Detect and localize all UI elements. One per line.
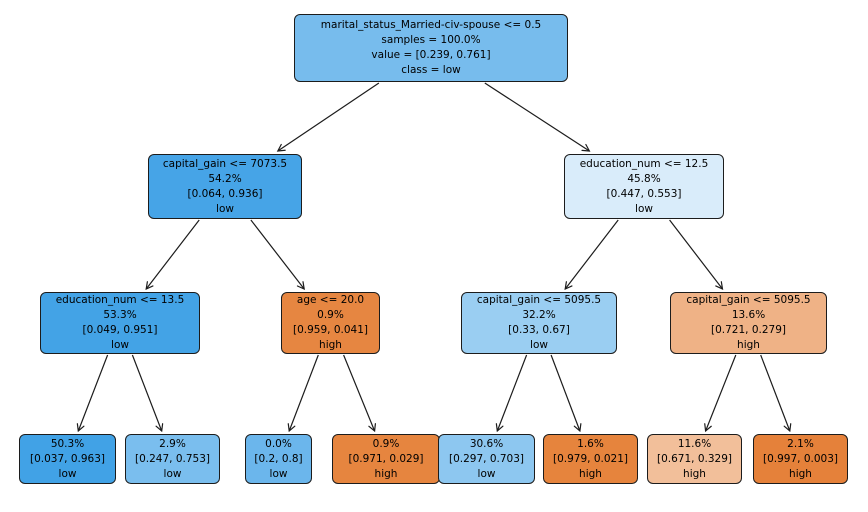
value-distribution: [0.447, 0.553] [606, 187, 682, 200]
tree-leaf-12: 1.6% [0.979, 0.021] high [543, 434, 638, 484]
tree-edge [145, 219, 200, 291]
split-condition: age <= 20.0 [296, 294, 365, 306]
samples-percent: 0.9% [372, 437, 400, 450]
value-distribution: [0.037, 0.963] [30, 452, 105, 465]
split-condition: marital_status_Married-civ-spouse <= 0.5 [320, 19, 542, 31]
samples-percent: 0.9% [317, 309, 344, 321]
class-label: low [163, 467, 182, 480]
tree-edge [564, 219, 619, 291]
tree-edge [76, 354, 109, 433]
class-label: low [216, 202, 234, 215]
split-condition: capital_gain <= 5095.5 [476, 294, 602, 306]
tree-node-1: capital_gain <= 7073.5 54.2% [0.064, 0.9… [148, 154, 302, 219]
samples-percent: 0.0% [265, 437, 292, 450]
value-distribution: [0.959, 0.041] [293, 324, 368, 336]
samples-percent: 2.1% [787, 437, 814, 450]
samples-percent: 1.6% [577, 437, 604, 450]
value-distribution: [0.2, 0.8] [254, 452, 303, 465]
class-label: high [579, 467, 602, 480]
value-distribution: [0.997, 0.003] [763, 452, 838, 465]
value-distribution: [0.049, 0.951] [82, 324, 158, 336]
tree-edge [484, 82, 591, 152]
samples-percent: 32.2% [522, 309, 556, 321]
value-distribution: [0.971, 0.029] [348, 452, 424, 465]
value-distribution: [0.721, 0.279] [711, 324, 786, 336]
samples-percent: samples = 100.0% [381, 34, 481, 46]
tree-node-3: education_num <= 13.5 53.3% [0.049, 0.95… [40, 292, 200, 354]
samples-percent: 30.6% [469, 437, 504, 450]
value-distribution: [0.671, 0.329] [657, 452, 732, 465]
tree-edge [669, 219, 724, 291]
tree-edge [276, 82, 380, 152]
split-condition: capital_gain <= 5095.5 [686, 294, 811, 306]
tree-node-6: capital_gain <= 5095.5 13.6% [0.721, 0.2… [670, 292, 827, 354]
samples-percent: 45.8% [627, 172, 661, 185]
tree-edge [287, 354, 319, 433]
split-condition: education_num <= 13.5 [55, 294, 185, 306]
split-condition: education_num <= 12.5 [579, 157, 709, 170]
tree-node-2: education_num <= 12.5 45.8% [0.447, 0.55… [564, 154, 724, 219]
tree-leaf-9: 0.0% [0.2, 0.8] low [245, 434, 312, 484]
tree-node-root: marital_status_Married-civ-spouse <= 0.5… [294, 14, 568, 82]
class-label: high [737, 339, 760, 351]
value-distribution: [0.064, 0.936] [187, 187, 263, 200]
value-distribution: [0.247, 0.753] [135, 452, 210, 465]
tree-node-5: capital_gain <= 5095.5 32.2% [0.33, 0.67… [461, 292, 617, 354]
samples-percent: 53.3% [103, 309, 137, 321]
tree-leaf-14: 2.1% [0.997, 0.003] high [753, 434, 848, 484]
tree-edge [550, 354, 582, 433]
value-distribution: [0.979, 0.021] [553, 452, 628, 465]
class-label: high [789, 467, 812, 480]
tree-leaf-11: 30.6% [0.297, 0.703] low [438, 434, 535, 484]
tree-edge [704, 354, 737, 433]
class-label: low [269, 467, 288, 480]
class-label: low [111, 339, 129, 351]
samples-percent: 2.9% [159, 437, 186, 450]
value-distribution: value = [0.239, 0.761] [371, 49, 491, 61]
tree-leaf-7: 50.3% [0.037, 0.963] low [19, 434, 116, 484]
samples-percent: 50.3% [50, 437, 85, 450]
tree-leaf-13: 11.6% [0.671, 0.329] high [647, 434, 742, 484]
tree-edge [495, 354, 528, 433]
samples-percent: 11.6% [677, 437, 712, 450]
tree-edge [250, 219, 305, 291]
tree-edge [343, 354, 376, 433]
class-label: low [477, 467, 496, 480]
value-distribution: [0.297, 0.703] [449, 452, 524, 465]
tree-leaf-8: 2.9% [0.247, 0.753] low [125, 434, 220, 484]
class-label: high [683, 467, 706, 480]
class-label: low [530, 339, 548, 351]
samples-percent: 54.2% [208, 172, 242, 185]
class-label: low [58, 467, 77, 480]
split-condition: capital_gain <= 7073.5 [162, 157, 288, 170]
class-label: low [635, 202, 653, 215]
tree-leaf-10: 0.9% [0.971, 0.029] high [332, 434, 440, 484]
tree-edge [760, 354, 792, 433]
tree-node-4: age <= 20.0 0.9% [0.959, 0.041] high [281, 292, 380, 354]
tree-edge [131, 354, 164, 433]
class-label: high [319, 339, 342, 351]
value-distribution: [0.33, 0.67] [508, 324, 570, 336]
samples-percent: 13.6% [731, 309, 766, 321]
class-label: class = low [401, 64, 461, 76]
class-label: high [374, 467, 398, 480]
